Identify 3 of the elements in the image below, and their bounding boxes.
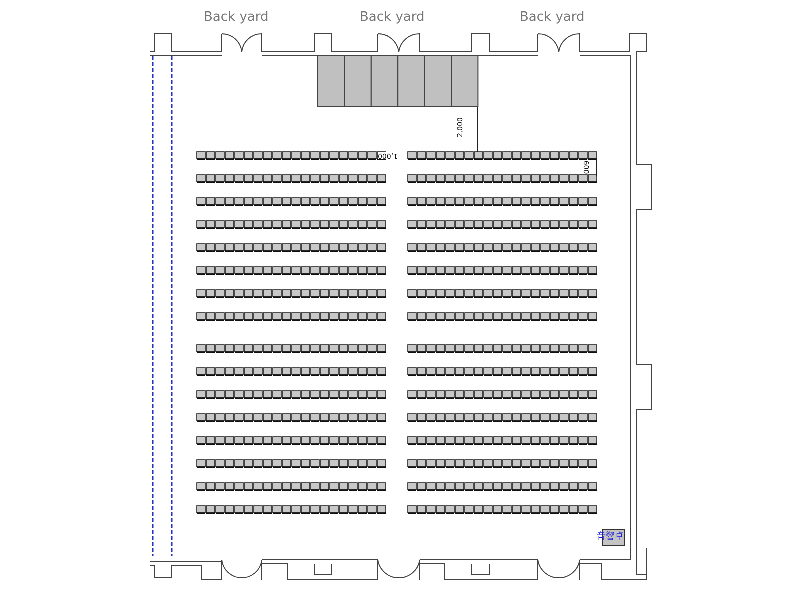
area-label: Back yard [360, 11, 425, 24]
area-label: Back yard [520, 11, 585, 24]
area-label: Back yard [204, 11, 269, 24]
